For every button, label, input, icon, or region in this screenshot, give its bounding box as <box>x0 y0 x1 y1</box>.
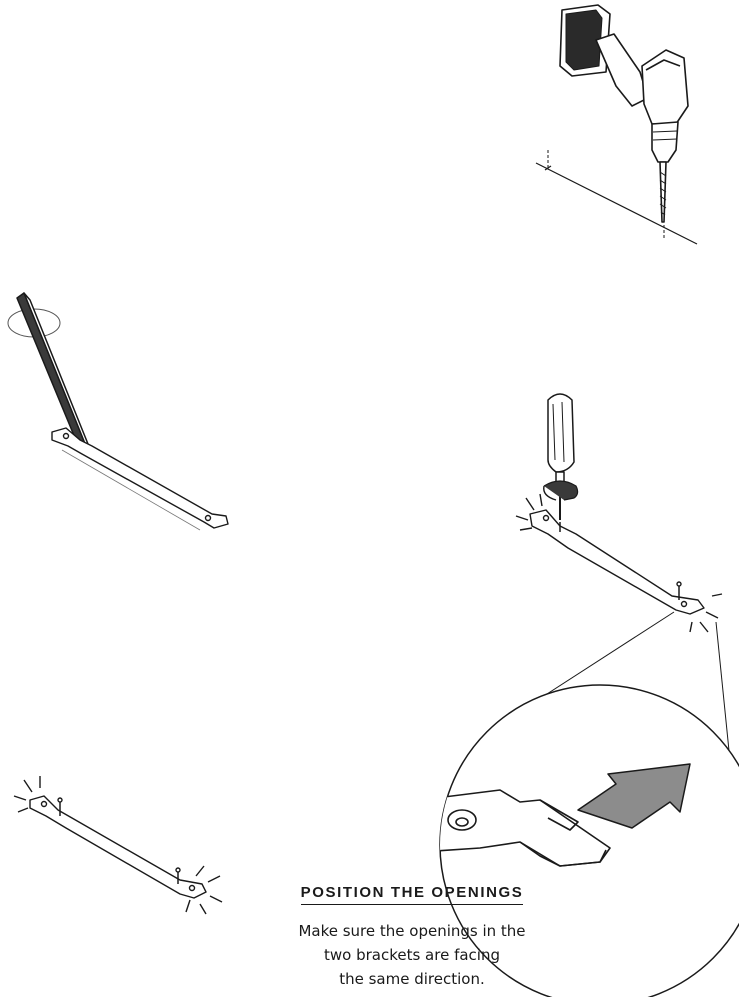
screwdriver-icon <box>543 393 579 520</box>
detail-zoom <box>439 684 739 997</box>
drill-icon <box>535 4 698 245</box>
bracket-fastening <box>529 509 705 615</box>
instruction-line: Make sure the openings in the <box>298 922 526 940</box>
bracket-marking <box>51 427 229 531</box>
instruction-heading: POSITION THE OPENINGS <box>300 884 524 905</box>
instruction-line: the same direction. <box>339 970 485 988</box>
pencil-icon <box>7 292 89 451</box>
click-indicator <box>13 776 223 915</box>
click-indicator <box>515 493 723 633</box>
instruction-block: POSITION THE OPENINGS Make sure the open… <box>262 884 562 991</box>
instruction-line: two brackets are facing <box>323 946 500 964</box>
bracket-finished <box>29 795 207 899</box>
instruction-body: Make sure the openings in the two bracke… <box>262 919 562 991</box>
arrow-right-icon <box>577 763 691 829</box>
